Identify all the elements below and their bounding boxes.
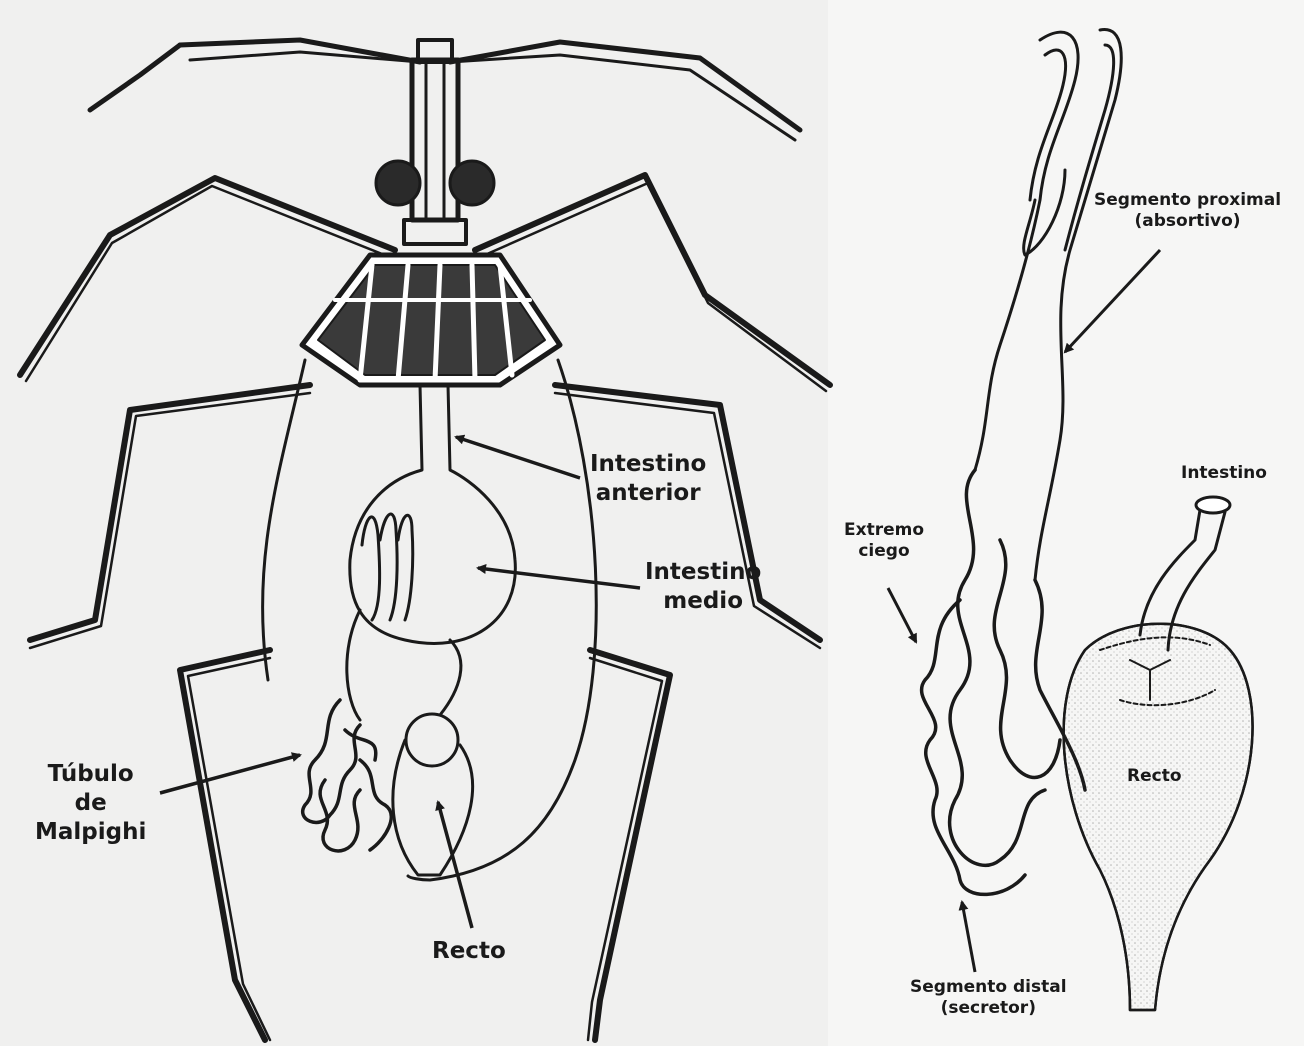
head — [376, 40, 494, 244]
arrow-tubulo — [160, 755, 300, 793]
label-recto-left: Recto — [432, 937, 506, 966]
left-arrows — [160, 437, 640, 928]
rectum-right — [1064, 497, 1253, 1010]
distal-segment — [922, 470, 1085, 894]
label-segmento-proximal: Segmento proximal (absortivo) — [1094, 190, 1281, 233]
arrow-segmento-distal — [962, 902, 975, 972]
proximal-segment — [975, 30, 1121, 580]
label-intestino-anterior: Intestino anterior — [590, 450, 706, 508]
label-extremo-ciego: Extremo ciego — [844, 520, 924, 563]
arrow-extremo-ciego — [888, 588, 916, 642]
label-intestino: Intestino — [1181, 463, 1267, 484]
abdomen — [263, 360, 597, 880]
label-intestino-medio: Intestino medio — [645, 558, 761, 616]
label-recto-right: Recto — [1127, 766, 1182, 787]
arrow-segmento-proximal — [1065, 250, 1160, 352]
label-segmento-distal: Segmento distal (secretor) — [910, 977, 1067, 1020]
label-tubulo-malpighi: Túbulo de Malpighi — [35, 760, 146, 846]
pronotum — [302, 255, 560, 385]
arrow-intestino-anterior — [456, 437, 580, 478]
tubule-illustration — [922, 30, 1253, 1010]
insect-illustration — [20, 40, 830, 1040]
malpighian-tubules — [303, 700, 392, 851]
gut — [347, 385, 516, 875]
arrow-intestino-medio — [478, 568, 640, 588]
